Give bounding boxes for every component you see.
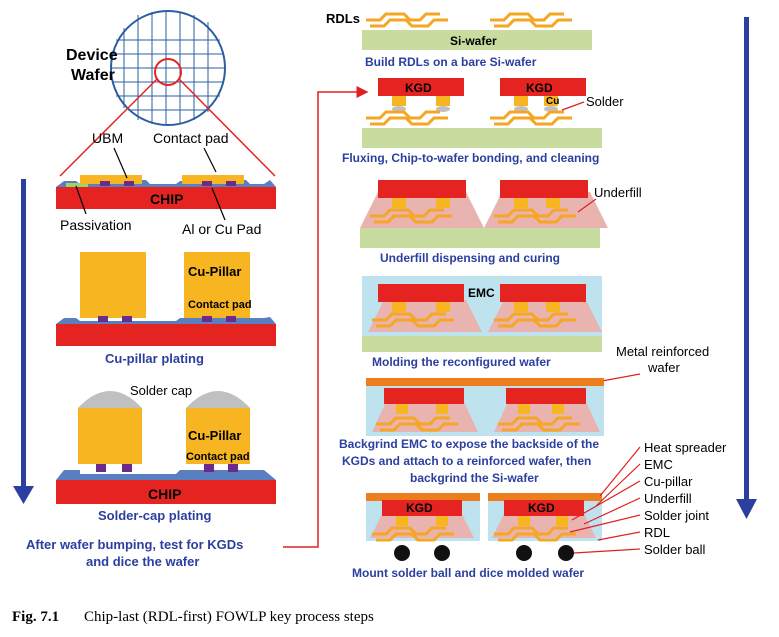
wafer-label-line2: Wafer (71, 67, 115, 84)
solder-pointer (561, 101, 585, 111)
contact-pad-inner-label: Contact pad (188, 299, 252, 311)
right-process-arrow (736, 17, 757, 519)
kgd-label-d: KGD (528, 501, 555, 515)
al-cu-pad-label: Al or Cu Pad (182, 221, 261, 237)
contact-pad-pointer (203, 147, 217, 173)
rdls-label: RDLs (326, 11, 360, 26)
passivation-pointer (75, 185, 87, 215)
rdl-trace-1b (488, 12, 574, 28)
legend-underfill: Underfill (644, 491, 692, 506)
final-package-illustration (366, 493, 602, 561)
step1-caption: Build RDLs on a bare Si-wafer (365, 55, 537, 69)
al-cu-pad-pointer (211, 187, 226, 221)
metal-reinforced-line2: wafer (647, 360, 680, 375)
after-bumping-line2: and dice the wafer (86, 554, 199, 569)
si-wafer-label: Si-wafer (450, 34, 497, 48)
legend-heat-spreader: Heat spreader (644, 440, 727, 455)
kgd-label-c: KGD (406, 501, 433, 515)
solder-cap-plating-caption: Solder-cap plating (98, 508, 211, 523)
kgd-bonding-illustration (362, 78, 602, 148)
left-process-arrow (13, 179, 34, 504)
legend-cu-pillar: Cu-pillar (644, 474, 693, 489)
cu-pillar-plating-caption: Cu-pillar plating (105, 351, 204, 366)
underfill-pointer (577, 198, 597, 213)
kgd-label-a: KGD (405, 81, 432, 95)
step5-line3: backgrind the Si-wafer (410, 471, 539, 485)
layer-legend (569, 446, 641, 554)
legend-solder-joint: Solder joint (644, 508, 709, 523)
cu-label: Cu (546, 96, 559, 107)
contact-pad-inner-label-2: Contact pad (186, 451, 250, 463)
legend-solder-ball: Solder ball (644, 542, 706, 557)
metal-reinforced-line1: Metal reinforced (616, 344, 709, 359)
step4-caption: Molding the reconfigured wafer (372, 355, 551, 369)
device-label-line1: Device (66, 47, 118, 64)
ubm-pointer (113, 147, 128, 179)
figure-caption-text: Chip-last (RDL-first) FOWLP key process … (84, 609, 374, 625)
after-bumping-line1: After wafer bumping, test for KGDs (26, 537, 243, 552)
metal-reinforced-pointer (601, 373, 641, 382)
chip-label-1: CHIP (150, 191, 183, 207)
connector-arrow (283, 86, 369, 548)
solder-cap-label: Solder cap (130, 383, 192, 398)
chip-cross-section-cu-pillar (56, 252, 276, 346)
solder-label: Solder (586, 94, 624, 109)
kgd-label-b: KGD (526, 81, 553, 95)
figure-number: Fig. 7.1 (12, 609, 59, 625)
ubm-label: UBM (92, 130, 123, 146)
step2-caption: Fluxing, Chip-to-wafer bonding, and clea… (342, 151, 599, 165)
rdl-trace-1a (364, 12, 450, 28)
cu-pillar-label: Cu-Pillar (188, 264, 241, 279)
underfill-label: Underfill (594, 185, 642, 200)
device-wafer-icon (59, 10, 276, 177)
legend-emc: EMC (644, 457, 673, 472)
molding-illustration (362, 276, 602, 352)
passivation-label: Passivation (60, 217, 132, 233)
chip-cross-section-solder-cap (56, 391, 276, 504)
backgrind-illustration (366, 378, 604, 436)
chip-label-2: CHIP (148, 486, 181, 502)
emc-label: EMC (468, 286, 495, 300)
underfill-illustration (360, 180, 608, 248)
step5-line1: Backgrind EMC to expose the backside of … (339, 437, 599, 451)
chip-cross-section-ubm (56, 175, 276, 209)
step3-caption: Underfill dispensing and curing (380, 251, 560, 265)
si-wafer-1 (362, 30, 592, 50)
contact-pad-label: Contact pad (153, 130, 229, 146)
cu-pillar-label-2: Cu-Pillar (188, 428, 241, 443)
step6-caption: Mount solder ball and dice molded wafer (352, 566, 584, 580)
step5-line2: KGDs and attach to a reinforced wafer, t… (342, 454, 591, 468)
legend-rdl: RDL (644, 525, 670, 540)
